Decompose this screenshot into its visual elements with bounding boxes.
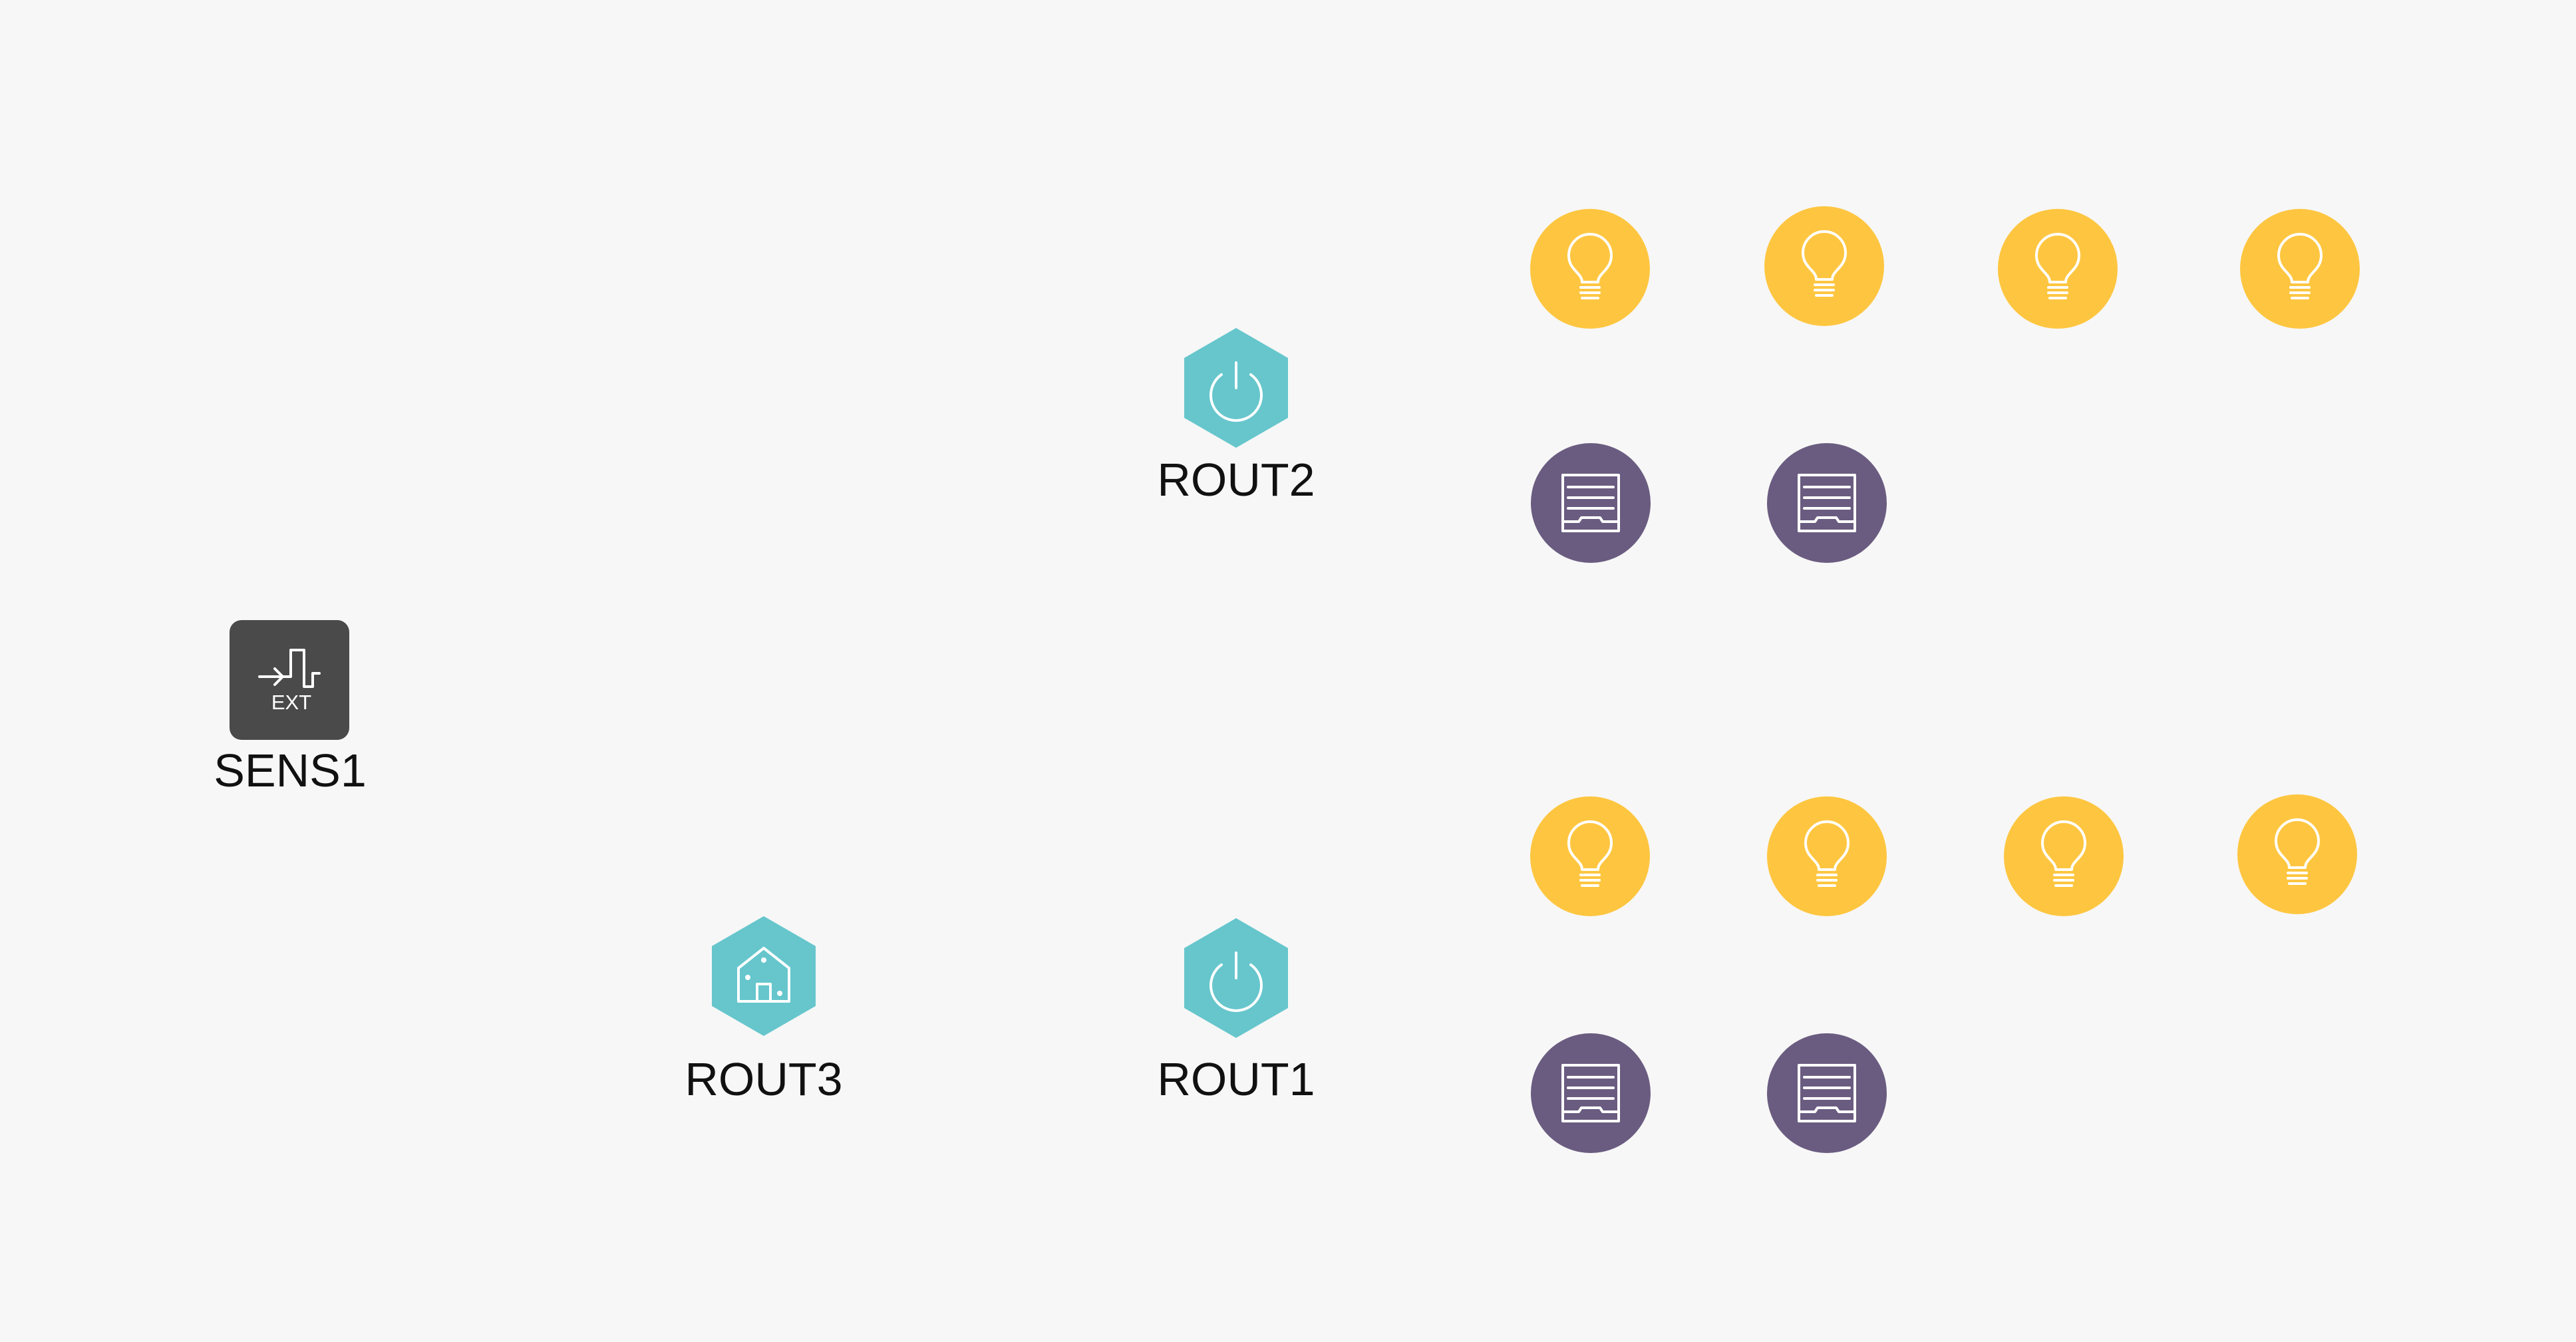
blind-device[interactable] — [1531, 443, 1651, 563]
sensor-node[interactable]: EXT — [230, 620, 349, 740]
router-label-rout3: ROUT3 — [685, 1053, 843, 1105]
light-device[interactable] — [1767, 796, 1887, 916]
router-label-rout1: ROUT1 — [1157, 1053, 1315, 1105]
power-icon — [1184, 328, 1288, 448]
bulb-icon — [1998, 209, 2118, 329]
blind-icon — [1531, 1033, 1651, 1153]
router-label-rout2: ROUT2 — [1157, 454, 1315, 506]
light-device[interactable] — [1530, 796, 1650, 916]
router-node-rout2[interactable] — [1183, 328, 1289, 448]
house-icon — [712, 916, 816, 1036]
bulb-icon — [2240, 209, 2360, 329]
light-device[interactable] — [1764, 206, 1884, 326]
bulb-icon — [2237, 794, 2357, 914]
bulb-icon — [1767, 796, 1887, 916]
blind-device[interactable] — [1767, 443, 1887, 563]
bulb-icon — [1764, 206, 1884, 326]
sensor-label: SENS1 — [214, 745, 367, 796]
bulb-icon — [2004, 796, 2124, 916]
router-node-rout1[interactable] — [1183, 918, 1289, 1038]
blind-icon — [1531, 443, 1651, 563]
sensor-icon: EXT — [230, 620, 349, 740]
blind-device[interactable] — [1767, 1033, 1887, 1153]
router-node-rout3[interactable] — [711, 916, 817, 1036]
light-device[interactable] — [2004, 796, 2124, 916]
light-device[interactable] — [2240, 209, 2360, 329]
bulb-icon — [1530, 796, 1650, 916]
light-device[interactable] — [1998, 209, 2118, 329]
blind-device[interactable] — [1531, 1033, 1651, 1153]
bulb-icon — [1530, 209, 1650, 329]
blind-icon — [1767, 1033, 1887, 1153]
light-device[interactable] — [2237, 794, 2357, 914]
light-device[interactable] — [1530, 209, 1650, 329]
blind-icon — [1767, 443, 1887, 563]
power-icon — [1184, 918, 1288, 1038]
svg-text:EXT: EXT — [271, 691, 311, 714]
